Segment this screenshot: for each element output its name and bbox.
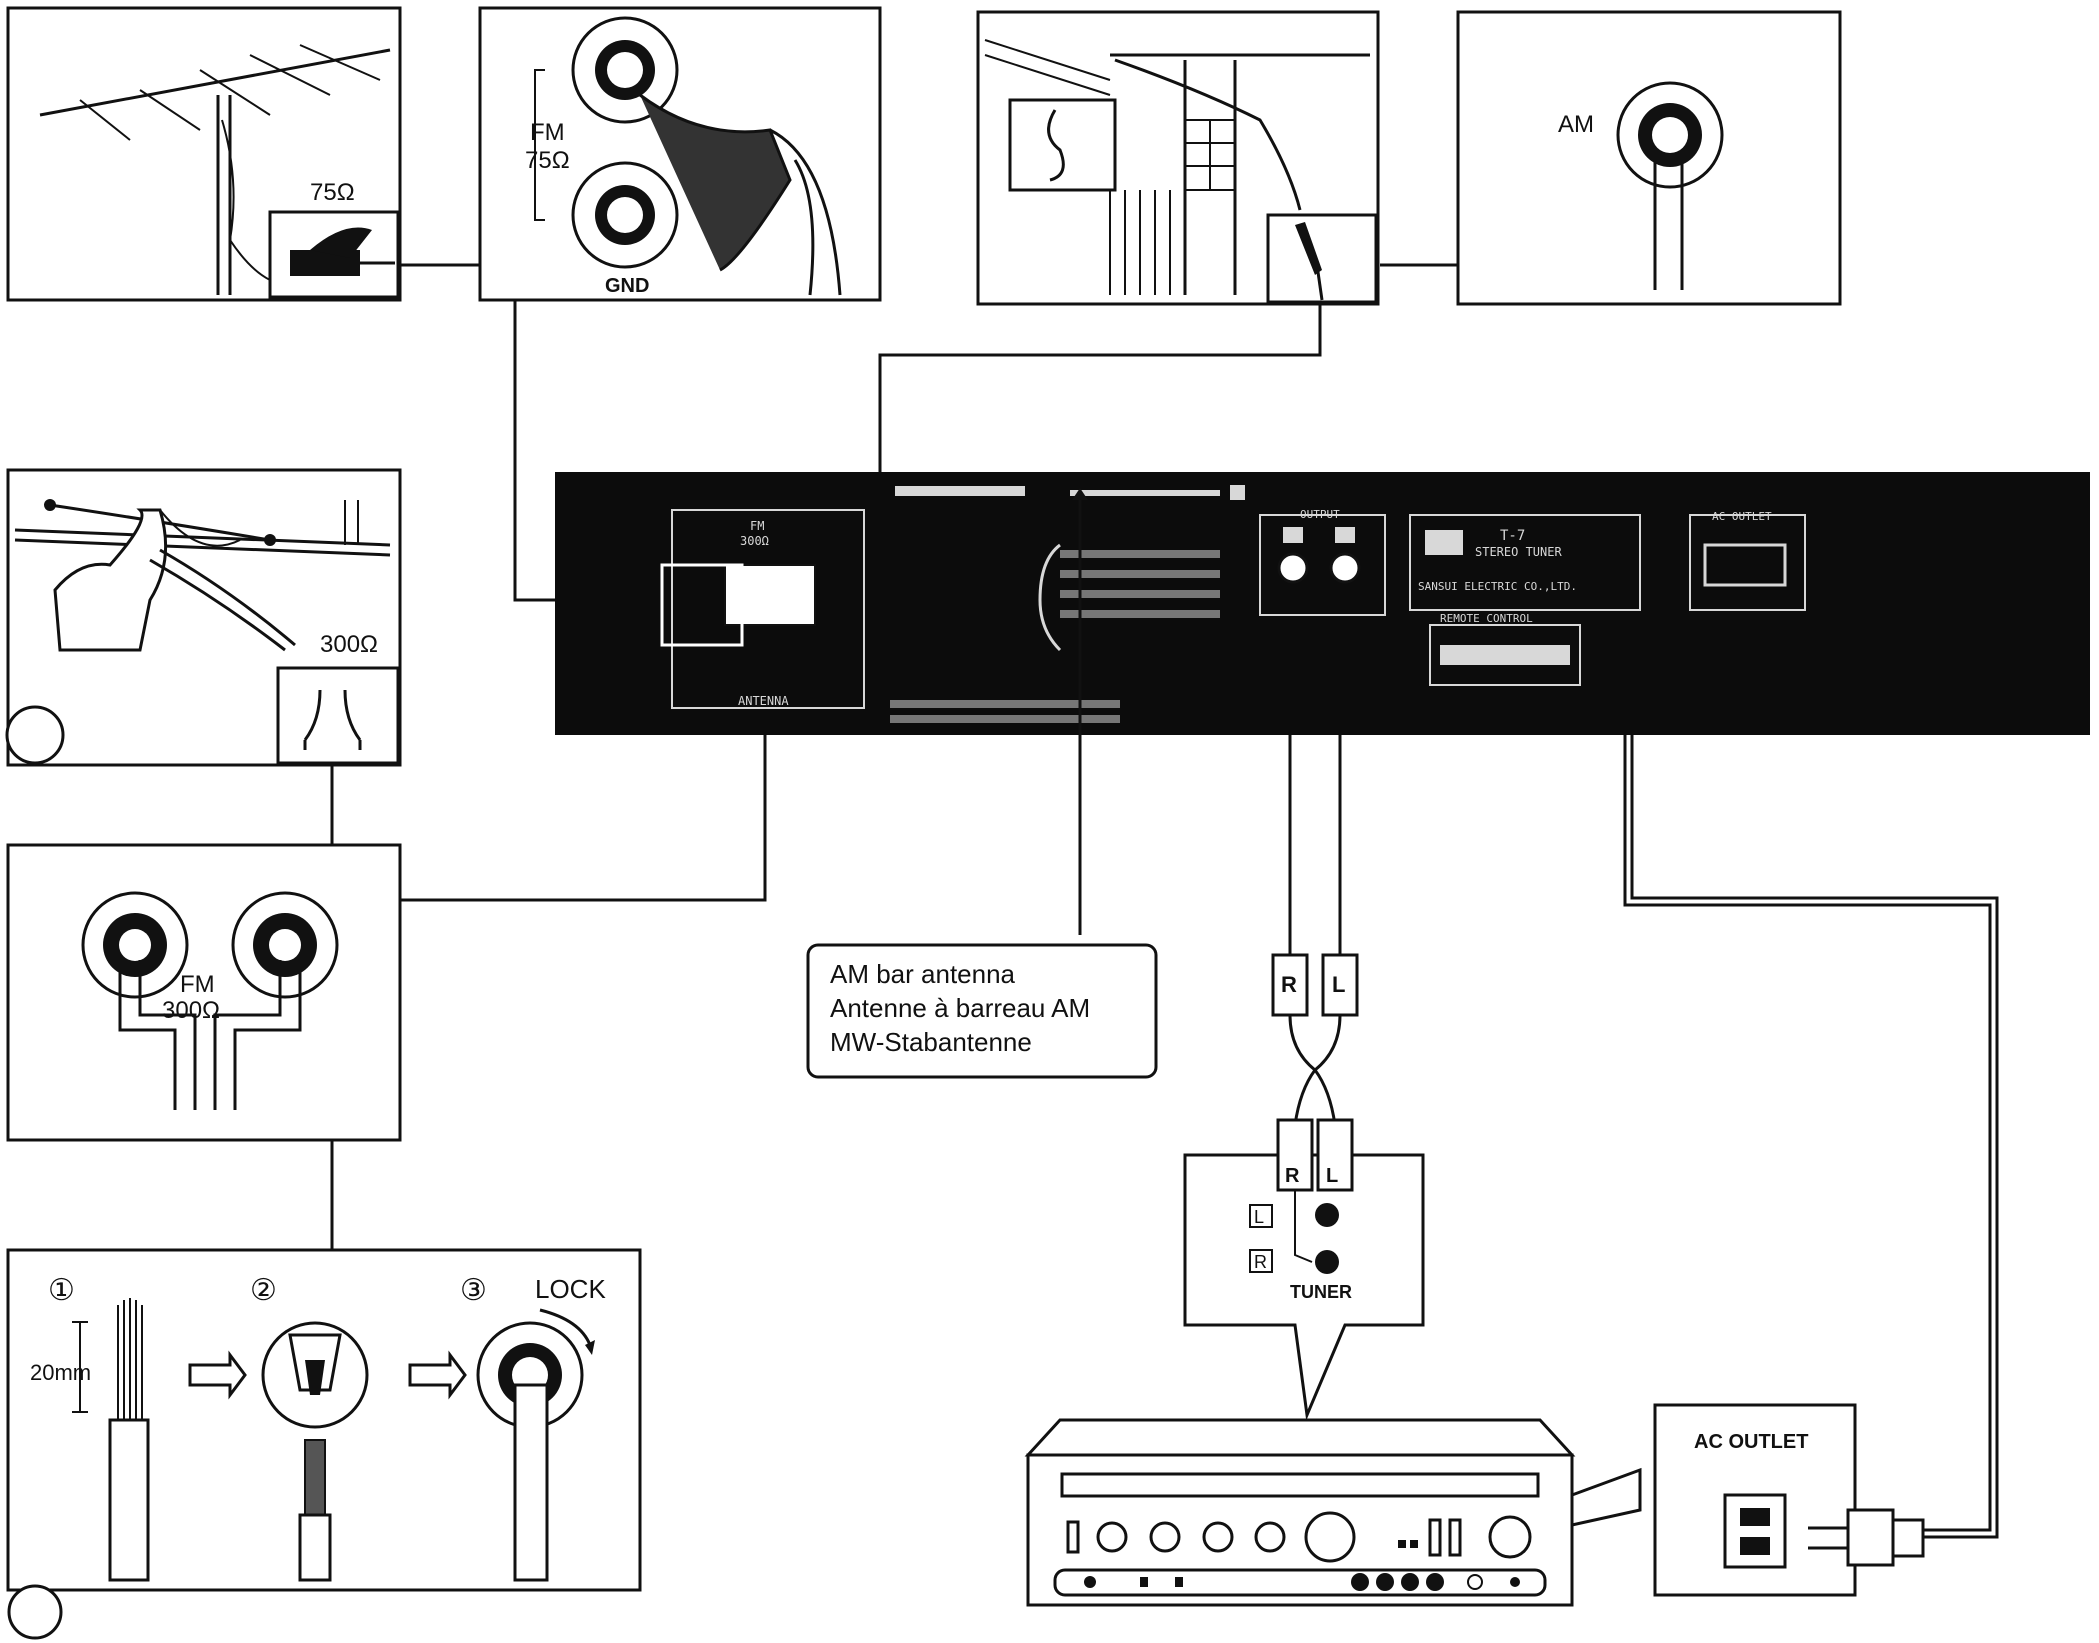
rear-remote-control: REMOTE CONTROL xyxy=(1429,612,1581,686)
rear-fm-impedance: 300Ω xyxy=(740,534,769,548)
am-room-antenna-panel xyxy=(976,10,1380,306)
ac-outlet-panel: AC OUTLET xyxy=(1653,1403,1925,1597)
rear-output-label: OUTPUT xyxy=(1300,508,1340,521)
am-label: AM xyxy=(1558,111,1594,138)
terminal-locked-step xyxy=(476,1321,584,1582)
ground-label: GND xyxy=(605,275,649,297)
rca-cable: R L xyxy=(1271,953,1359,1126)
rear-product-label: STEREO TUNER xyxy=(1475,545,1562,559)
rear-maker-label: SANSUI ELECTRIC CO.,LTD. xyxy=(1418,580,1577,593)
callout-line-2: Antenne à barreau AM xyxy=(830,993,1090,1023)
rear-ac-outlet: AC OUTLET xyxy=(1689,510,1806,611)
dipole-impedance-label: 300Ω xyxy=(320,631,378,658)
fm75-terminal-panel: FM 75Ω GND xyxy=(478,6,882,302)
lock-label: LOCK xyxy=(535,1274,606,1304)
coax-impedance-label: 75Ω xyxy=(310,179,355,206)
ac-outlet-label: AC OUTLET xyxy=(1694,1431,1808,1453)
amp-plug-right-label: R xyxy=(1285,1165,1300,1187)
step-3-marker: ③ xyxy=(460,1274,487,1307)
rear-text-blocks xyxy=(890,485,1245,723)
fm300-fm-label: FM xyxy=(180,971,215,998)
am-bar-antenna-callout: AM bar antenna Antenne à barreau AM MW-S… xyxy=(806,488,1158,1079)
terminal-open-step xyxy=(261,1321,369,1582)
amplifier xyxy=(1024,1418,1642,1607)
dipole-antenna-panel: 300Ω xyxy=(5,468,402,767)
tuner-rear-panel: FM 300Ω ANTENNA OUTPUT T-7 STEREO TUNER … xyxy=(555,472,2090,735)
rca-right-label: R xyxy=(1281,972,1297,997)
gnd-terminal-screw xyxy=(571,161,679,269)
fm300-terminal-panel: FM 300Ω xyxy=(6,843,402,1142)
rear-model-plate: T-7 STEREO TUNER SANSUI ELECTRIC CO.,LTD… xyxy=(1409,514,1641,611)
tuner-input-label: TUNER xyxy=(1290,1282,1352,1302)
step-2-marker: ② xyxy=(250,1274,277,1307)
callout-line-1: AM bar antenna xyxy=(830,959,1016,989)
stripped-wire xyxy=(108,1298,150,1582)
fm-label: FM xyxy=(530,119,565,146)
coax-antenna-panel: 75Ω xyxy=(6,6,402,302)
fm300-impedance-label: 300Ω xyxy=(162,997,220,1024)
amp-input-left-label: L xyxy=(1254,1207,1264,1227)
amp-input-right-label: R xyxy=(1254,1252,1267,1272)
rear-ac-outlet-label: AC OUTLET xyxy=(1712,510,1772,523)
rear-antenna-label: ANTENNA xyxy=(738,694,789,708)
am-terminal-panel: AM xyxy=(1456,10,1842,306)
fm-terminal-screw-top xyxy=(571,16,679,124)
strip-length-label: 20mm xyxy=(30,1360,91,1385)
rear-remote-label: REMOTE CONTROL xyxy=(1440,612,1533,625)
amp-input-panel: R L L R TUNER xyxy=(1183,1118,1425,1421)
amp-plug-left-label: L xyxy=(1326,1165,1338,1187)
radiator-grille xyxy=(1109,190,1171,295)
rear-output-jacks: OUTPUT xyxy=(1259,508,1386,616)
wire-prep-panel: ① ② ③ LOCK 20mm xyxy=(6,1248,642,1640)
callout-line-3: MW-Stabantenne xyxy=(830,1027,1032,1057)
rear-fm-label: FM xyxy=(750,519,764,533)
fm-impedance-label: 75Ω xyxy=(525,147,570,174)
rear-model-label: T-7 xyxy=(1500,528,1525,544)
rca-left-label: L xyxy=(1332,972,1345,997)
step-1-marker: ① xyxy=(48,1274,75,1307)
